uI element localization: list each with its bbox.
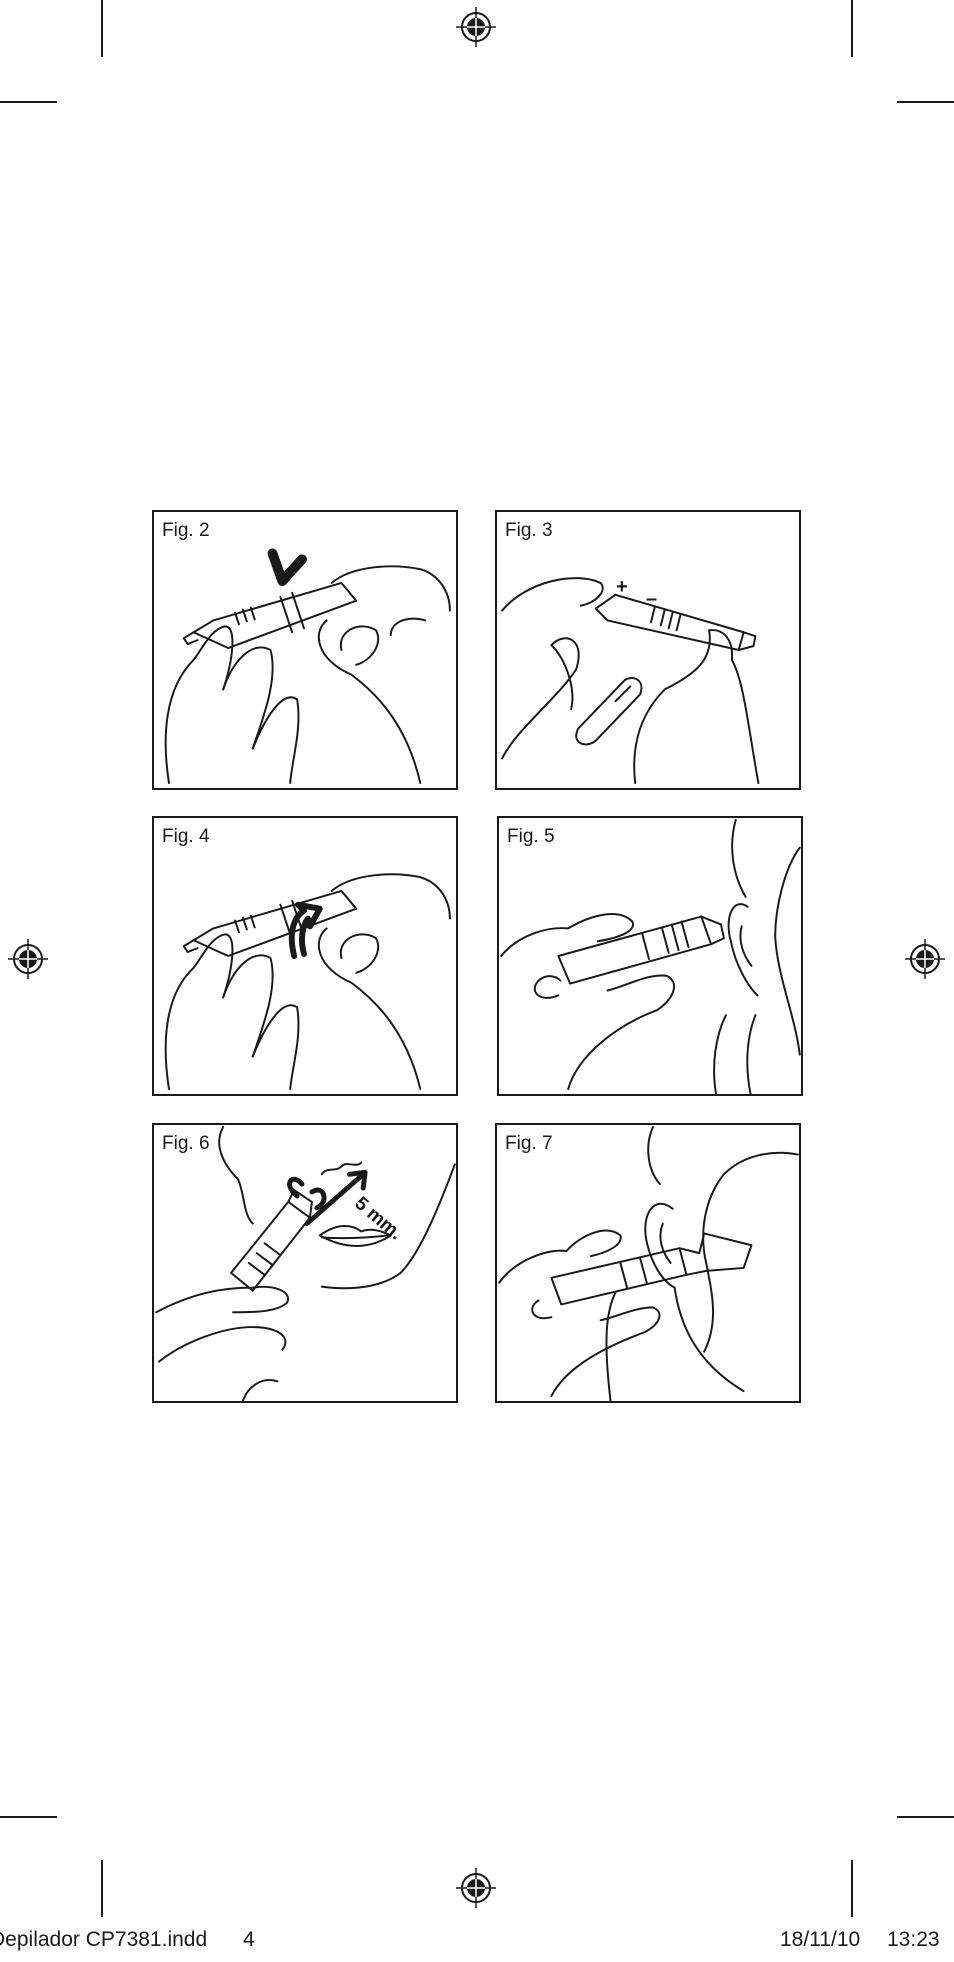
- footer-file-name: Depilador CP7381.indd: [0, 1928, 208, 1951]
- hands-locking-trimmer-illustration: [164, 873, 451, 1091]
- footer-date: 18/11/10: [780, 1928, 861, 1951]
- figure-label: Fig. 5: [507, 826, 555, 847]
- figure-5: Fig. 5: [497, 816, 803, 1096]
- figure-label: Fig. 3: [505, 520, 553, 541]
- crop-mark-top-right-horizontal: [897, 101, 954, 103]
- registration-mark-right: [905, 939, 945, 979]
- figure-label: Fig. 4: [162, 826, 210, 847]
- footer-time: 13:23: [887, 1928, 940, 1951]
- figure-2: Fig. 2: [152, 510, 458, 790]
- figure-6: Fig. 6 5 mm.: [152, 1123, 458, 1403]
- registration-mark-left: [8, 939, 48, 979]
- figure-label: Fig. 2: [162, 520, 210, 541]
- crop-mark-bottom-right-vertical: [851, 1860, 853, 1917]
- figure-label: Fig. 7: [505, 1133, 553, 1154]
- registration-mark-bottom: [456, 1868, 496, 1908]
- crop-mark-bottom-right-horizontal: [897, 1816, 954, 1818]
- figure-label: Fig. 6: [162, 1133, 210, 1154]
- crop-mark-top-right-vertical: [851, 0, 853, 57]
- trimming-nose-hair-illustration: [155, 1125, 456, 1401]
- crop-mark-bottom-left-horizontal: [0, 1816, 57, 1818]
- figure-4: Fig. 4: [152, 816, 458, 1096]
- figure-3: Fig. 3 + –: [495, 510, 801, 790]
- hands-removing-cap-illustration: [501, 577, 760, 785]
- minus-symbol: –: [646, 588, 658, 610]
- registration-mark-top: [456, 7, 496, 47]
- crop-mark-top-left-horizontal: [0, 101, 57, 103]
- crop-mark-bottom-left-vertical: [101, 1860, 103, 1917]
- trimming-ear-hair-illustration: [500, 818, 801, 1094]
- hands-rotating-trimmer-illustration: [164, 548, 451, 785]
- footer-page-number: 4: [243, 1928, 255, 1951]
- figure-7: Fig. 7: [495, 1123, 801, 1403]
- plus-symbol: +: [616, 576, 628, 598]
- trimming-ear-outer-illustration: [498, 1125, 799, 1401]
- crop-mark-top-left-vertical: [101, 0, 103, 57]
